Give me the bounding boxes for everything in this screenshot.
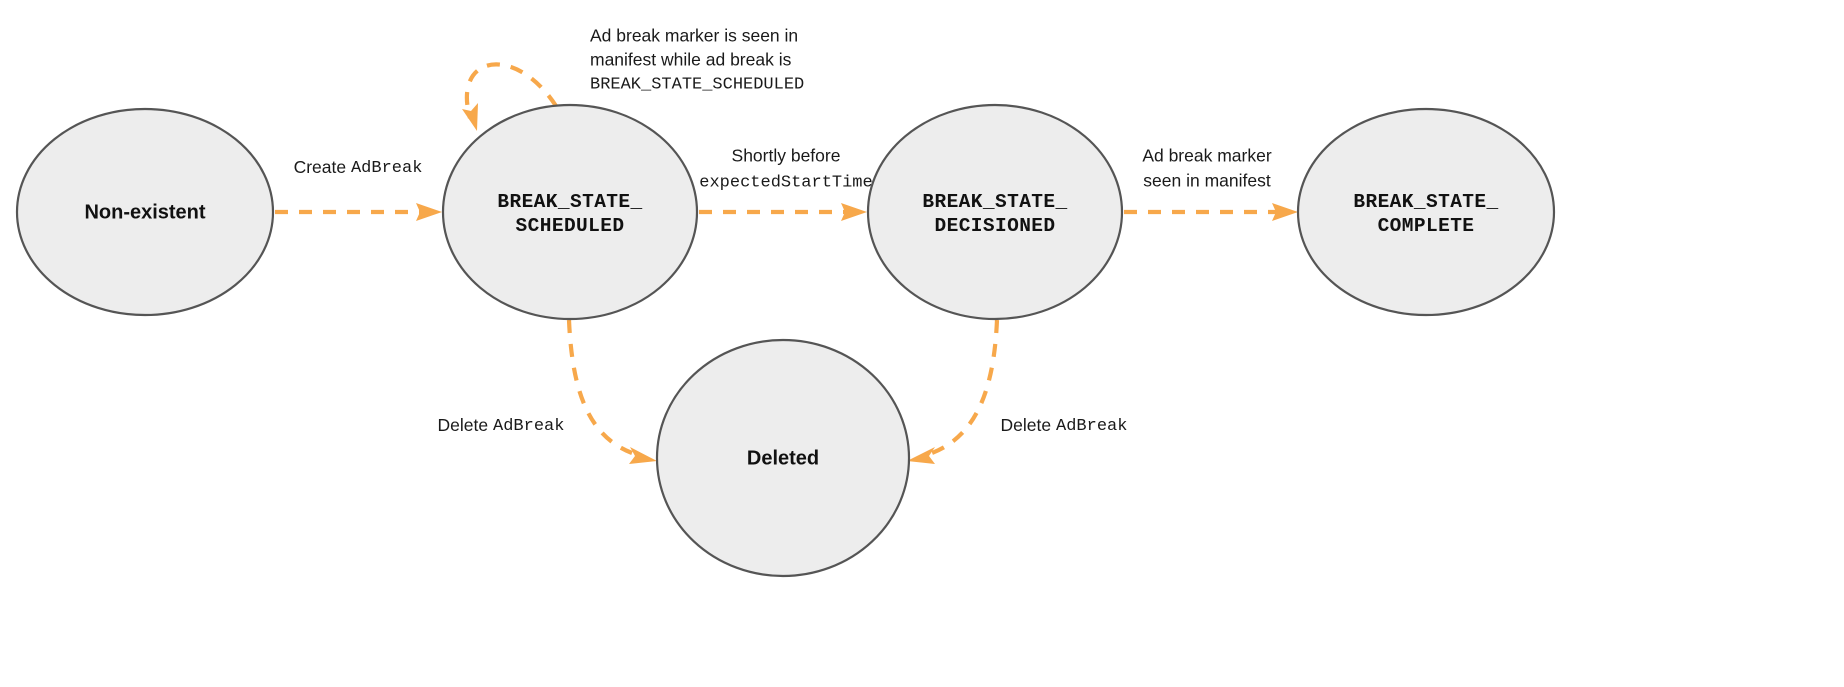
node-break-state-scheduled-label-line1: BREAK_STATE_ [497, 191, 642, 213]
node-break-state-decisioned-label-line2: DECISIONED [934, 215, 1055, 237]
node-break-state-decisioned[interactable]: BREAK_STATE_ DECISIONED [866, 103, 1124, 321]
edge-decisioned-to-deleted [907, 319, 1000, 464]
edge-label-create-adbreak: Create AdBreak [294, 157, 423, 179]
edge-decisioned-to-complete-arrowhead [1272, 203, 1298, 221]
edge-label-delete-adbreak-right-mono: AdBreak [1056, 417, 1127, 436]
node-deleted[interactable]: Deleted [655, 338, 911, 578]
edge-label-delete-adbreak-right-plain: Delete [1001, 415, 1052, 435]
svg-text:Delete AdBreak: Delete AdBreak [1001, 415, 1128, 437]
node-deleted-label: Deleted [747, 447, 819, 469]
edge-label-create-adbreak-plain: Create [294, 157, 347, 177]
edge-label-create-adbreak-mono: AdBreak [351, 159, 422, 178]
edge-label-delete-adbreak-left-mono: AdBreak [493, 417, 564, 436]
edge-create-adbreak [275, 203, 442, 221]
node-break-state-decisioned-label-line1: BREAK_STATE_ [922, 191, 1067, 213]
edge-label-delete-adbreak-left-plain: Delete [438, 415, 489, 435]
node-non-existent-shape[interactable] [15, 107, 275, 317]
edge-scheduled-to-deleted-arrowhead [629, 447, 657, 464]
svg-text:Create AdBreak: Create AdBreak [294, 157, 423, 179]
edge-label-loop-line3: BREAK_STATE_SCHEDULED [590, 75, 804, 94]
node-non-existent[interactable]: Non-existent [15, 107, 275, 317]
node-break-state-scheduled-label-line2: SCHEDULED [516, 215, 625, 237]
svg-text:Delete AdBreak: Delete AdBreak [438, 415, 565, 437]
edge-self-loop-scheduled [462, 62, 558, 131]
edge-self-loop-scheduled-line [464, 62, 558, 119]
edge-decisioned-to-deleted-arrowhead [907, 447, 935, 464]
node-break-state-complete-label-line1: BREAK_STATE_ [1353, 191, 1498, 213]
edge-scheduled-to-deleted [566, 319, 657, 464]
edge-label-expected-start-time: expectedStartTime [699, 173, 872, 192]
edge-label-shortly-before: Shortly before [732, 146, 841, 166]
edge-label-scheduled-to-decisioned: Shortly before expectedStartTime [699, 146, 872, 193]
node-break-state-decisioned-shape[interactable] [866, 103, 1124, 321]
node-deleted-shape[interactable] [655, 338, 911, 578]
edge-label-decisioned-to-deleted: Delete AdBreak [1001, 415, 1128, 437]
node-break-state-complete-shape[interactable] [1296, 107, 1556, 317]
edge-scheduled-to-decisioned [699, 203, 867, 221]
edge-scheduled-to-decisioned-arrowhead [841, 203, 867, 221]
edge-decisioned-to-deleted-line [931, 319, 1000, 455]
node-break-state-scheduled[interactable]: BREAK_STATE_ SCHEDULED [441, 103, 699, 321]
edge-self-loop-scheduled-arrowhead [462, 103, 478, 131]
edge-label-loop-line2: manifest while ad break is [590, 50, 792, 70]
node-break-state-complete[interactable]: BREAK_STATE_ COMPLETE [1296, 107, 1556, 317]
node-break-state-scheduled-shape[interactable] [441, 103, 699, 321]
edge-label-decisioned-to-complete: Ad break marker seen in manifest [1142, 146, 1272, 191]
edge-label-scheduled-to-deleted: Delete AdBreak [438, 415, 565, 437]
node-non-existent-label: Non-existent [84, 201, 205, 223]
edge-label-loop-line1: Ad break marker is seen in [590, 26, 798, 46]
edge-label-ad-break-marker: Ad break marker [1142, 146, 1272, 166]
edge-create-adbreak-arrowhead [416, 203, 442, 221]
edge-label-self-loop-scheduled: Ad break marker is seen in manifest whil… [590, 26, 804, 95]
edge-label-seen-in-manifest: seen in manifest [1143, 171, 1271, 191]
edge-decisioned-to-complete [1124, 203, 1298, 221]
edge-scheduled-to-deleted-line [566, 319, 633, 455]
node-break-state-complete-label-line2: COMPLETE [1378, 215, 1475, 237]
